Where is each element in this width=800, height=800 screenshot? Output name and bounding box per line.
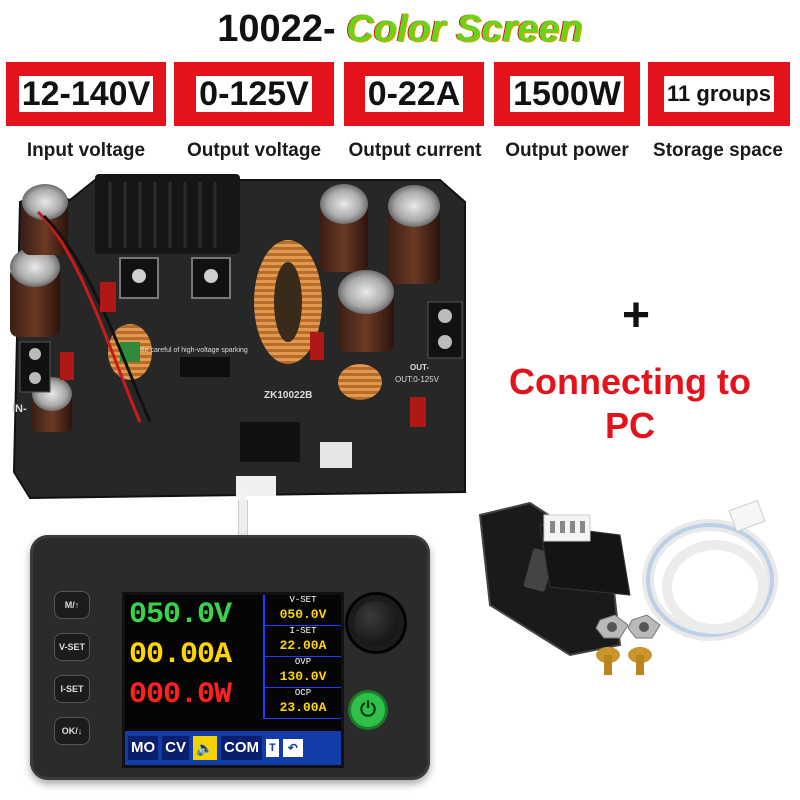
current-readout: 00.00A — [129, 638, 232, 672]
set-label: I-SET — [289, 626, 317, 636]
spec-caption: Input voltage — [26, 140, 146, 161]
board-warning: Be careful of high-voltage sparking — [140, 347, 248, 354]
settings-panel: V-SET 050.0V I-SET 22.00A OVP 130.0V OCP… — [263, 595, 341, 719]
set-cell-ovp: OVP 130.0V — [265, 657, 341, 688]
pc-line-2: PC — [604, 405, 655, 446]
set-value: 22.00A — [279, 638, 327, 653]
spec-value: 12-140V — [18, 76, 154, 112]
circuit-board-image: Be careful of high-voltage sparking ZK10… — [10, 174, 466, 506]
spec-value: 11 groups — [664, 76, 774, 112]
board-label-out: OUT- — [410, 363, 429, 372]
voltage-readout: 050.0V — [129, 598, 232, 632]
spec-caption: Output current — [348, 140, 482, 161]
spec-caption: Output power — [505, 140, 629, 161]
spec-caption: Storage space — [653, 140, 783, 161]
set-value: 050.0V — [279, 607, 327, 622]
i-set-button[interactable]: I-SET — [54, 675, 90, 703]
mode-up-button[interactable]: M/↑ — [54, 591, 90, 619]
spec-value: 0-22A — [364, 76, 464, 112]
set-cell-vset: V-SET 050.0V — [265, 595, 341, 626]
product-title: 10022- Color Screen — [0, 6, 800, 52]
lock-icon: ↶ — [282, 739, 303, 757]
v-set-button[interactable]: V-SET — [54, 633, 90, 661]
board-label-out-range: OUT:0-125V — [395, 375, 440, 384]
spec-output-power: 1500W — [494, 62, 640, 126]
status-temp: T — [266, 739, 279, 757]
set-cell-iset: I-SET 22.00A — [265, 626, 341, 657]
connecting-pc-text: Connecting to PC — [480, 360, 780, 448]
speaker-icon: 🔈 — [193, 736, 218, 760]
usb-adapter-image — [478, 499, 778, 675]
status-bar: MO CV 🔈 COM T ↶ — [125, 731, 341, 765]
spec-storage: 11 groups — [648, 62, 790, 126]
set-cell-ocp: OCP 23.00A — [265, 688, 341, 719]
status-mode: MO — [128, 736, 159, 760]
status-cv: CV — [162, 736, 190, 760]
title-number: 10022- — [217, 8, 336, 50]
spec-caption: Output voltage — [186, 140, 322, 161]
rotary-encoder-knob[interactable] — [348, 595, 404, 651]
plus-sign: + — [621, 289, 651, 342]
set-label: OVP — [294, 657, 312, 667]
set-label: V-SET — [289, 595, 317, 605]
pc-line-1: Connecting to — [509, 361, 751, 402]
ribbon-cable — [238, 500, 248, 540]
power-button-icon[interactable]: ⏻ — [348, 690, 388, 730]
spec-output-voltage: 0-125V — [174, 62, 334, 126]
board-model: ZK10022B — [264, 390, 312, 401]
status-com: COM — [221, 736, 263, 760]
set-value: 23.00A — [279, 700, 327, 715]
power-readout: 000.0W — [129, 678, 232, 712]
set-label: OCP — [294, 688, 312, 698]
board-label-in: IN- — [12, 403, 27, 415]
spec-value: 1500W — [510, 76, 624, 112]
set-value: 130.0V — [279, 669, 327, 684]
spec-output-current: 0-22A — [344, 62, 484, 126]
spec-input-voltage: 12-140V — [6, 62, 166, 126]
spec-value: 0-125V — [196, 76, 312, 112]
title-subtitle: Color Screen — [346, 8, 583, 50]
lcd-screen: 050.0V 00.00A 000.0W V-SET 050.0V I-SET … — [122, 592, 344, 768]
ok-down-button[interactable]: OK/↓ — [54, 717, 90, 745]
control-module: M/↑ V-SET I-SET OK/↓ 050.0V 00.00A 000.0… — [30, 535, 430, 780]
